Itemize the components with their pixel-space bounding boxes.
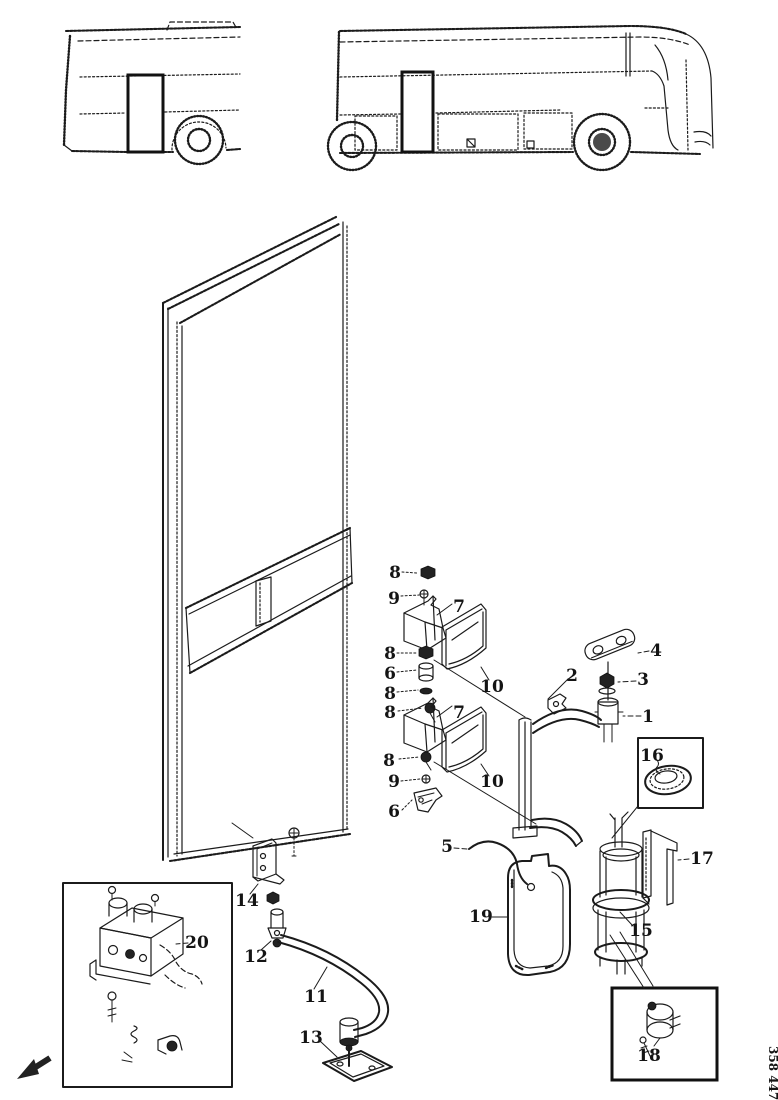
part-callout-3: 3 — [637, 670, 649, 690]
lower-hinge-assembly — [403, 697, 487, 813]
direction-arrow-icon — [17, 1055, 52, 1079]
part-callout-5: 5 — [441, 837, 453, 857]
part-callout-8: 8 — [384, 644, 396, 664]
part-callout-13: 13 — [299, 1028, 323, 1048]
leader-lines — [175, 571, 690, 1058]
part-callout-15: 15 — [629, 921, 653, 941]
part-callout-8: 8 — [383, 751, 395, 771]
bus-overview-rear-section — [326, 24, 714, 172]
part-callout-8: 8 — [384, 703, 396, 723]
part-callout-8: 8 — [384, 684, 396, 704]
highlighted-door-location-left — [126, 73, 165, 154]
part-callout-7: 7 — [453, 703, 465, 723]
pivot-post — [594, 697, 624, 743]
cylinder-cover — [507, 853, 571, 977]
door-window-band — [184, 526, 354, 675]
part-callout-20: 20 — [185, 933, 209, 953]
hinge-cover-lower — [441, 706, 487, 773]
part-callout-18: 18 — [637, 1046, 661, 1066]
door-stop-bracket — [252, 827, 300, 905]
hinge-cover-upper — [441, 603, 487, 670]
swing-arm — [512, 708, 602, 847]
hinge-bracket-upper — [403, 595, 447, 651]
part-callout-2: 2 — [566, 666, 578, 686]
part-callout-7: 7 — [453, 597, 465, 617]
grommet-detail-box — [637, 737, 704, 809]
part-callout-16: 16 — [640, 746, 664, 766]
part-callout-4: 4 — [650, 641, 662, 661]
valve-small-fittings — [107, 991, 183, 1063]
figure-number: 358 447 — [766, 1046, 778, 1100]
part-callout-9: 9 — [388, 589, 400, 609]
emergency-cable — [468, 840, 536, 892]
door-arm-assembly — [512, 628, 636, 847]
part-callout-10: 10 — [480, 772, 504, 792]
part-callout-1: 1 — [642, 707, 654, 727]
nut — [420, 565, 436, 580]
solenoid-valve-detail-box — [62, 882, 233, 1088]
part-callout-9: 9 — [388, 772, 400, 792]
highlighted-door-location-right — [400, 70, 435, 154]
bus-overview-front-section — [62, 21, 242, 166]
mounting-plate — [584, 628, 636, 661]
clevis-fork — [547, 693, 567, 715]
part-callout-8: 8 — [389, 563, 401, 583]
front-axle-wheel — [572, 112, 632, 172]
front-wheel — [173, 114, 225, 166]
part-callout-14: 14 — [235, 891, 259, 911]
mounting-bracket — [642, 829, 678, 906]
hinge-pin-bracket — [413, 787, 443, 813]
part-callout-11: 11 — [304, 987, 328, 1007]
hinge-bracket-lower — [403, 697, 447, 753]
link-rod — [277, 934, 390, 1038]
part-callout-6: 6 — [388, 802, 400, 822]
pivot-nut — [599, 672, 615, 689]
door-panel — [161, 215, 354, 863]
air-cylinder — [592, 811, 650, 975]
part-callout-6: 6 — [384, 664, 396, 684]
solenoid-valve-block — [89, 885, 203, 989]
upper-hinge-assembly — [403, 565, 487, 723]
part-callout-10: 10 — [480, 677, 504, 697]
part-callout-19: 19 — [469, 907, 493, 927]
rear-axle-wheel — [326, 120, 378, 172]
part-callout-17: 17 — [690, 849, 714, 869]
valve-detail-box — [610, 986, 719, 1082]
floor-fitting — [322, 1017, 393, 1082]
washer-screw — [419, 589, 429, 606]
part-callout-12: 12 — [244, 947, 268, 967]
